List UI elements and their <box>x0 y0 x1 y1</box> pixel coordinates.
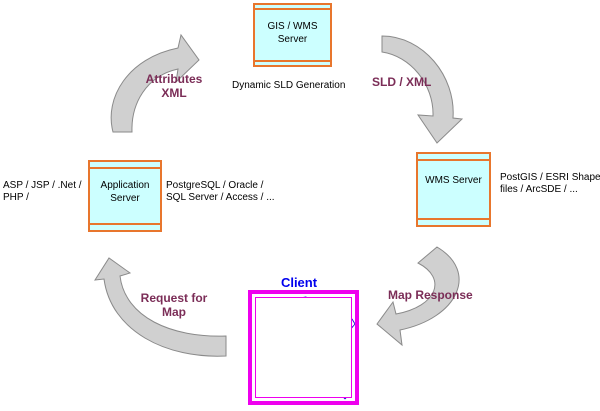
gis-wms-server-label-2: Server <box>277 34 308 45</box>
request-for-map-label-2: Map <box>162 305 186 319</box>
attributes-xml-label-2: XML <box>161 86 187 100</box>
client-title: Client <box>280 275 318 290</box>
attributes-xml-label-1: Attributes <box>145 72 203 86</box>
client-map-panel <box>255 297 352 398</box>
database-note-2: SQL Server / Access / ... <box>166 192 275 203</box>
asp-jsp-note-1: ASP / JSP / .Net / <box>3 180 82 191</box>
request-for-map-label: Request for Map <box>130 291 218 319</box>
postgis-note-2: files / ArcSDE / ... <box>500 184 578 195</box>
attributes-xml-label: Attributes XML <box>132 72 216 100</box>
application-server-label-2: Server <box>110 193 140 204</box>
wms-server-box: WMS Server <box>416 152 491 227</box>
wms-server-label: WMS Server <box>425 175 482 186</box>
arrow-attributes-xml <box>110 33 200 133</box>
application-server-box: Application Server <box>88 160 162 232</box>
map-response-label: Map Response <box>388 288 473 302</box>
postgis-note: PostGIS / ESRI Shape files / ArcSDE / ..… <box>500 172 600 196</box>
request-for-map-label-1: Request for <box>140 291 208 305</box>
asp-jsp-note: ASP / JSP / .Net / PHP / <box>3 180 82 204</box>
arrow-request-for-map <box>94 257 227 357</box>
database-note: PostgreSQL / Oracle / SQL Server / Acces… <box>166 180 275 204</box>
database-note-1: PostgreSQL / Oracle / <box>166 180 264 191</box>
gis-wms-server-label-1: GIS / WMS <box>267 21 318 32</box>
arrow-sld-xml <box>381 35 464 144</box>
arrow-map-response <box>376 246 460 347</box>
gis-wms-server-box: GIS / WMS Server <box>253 3 332 67</box>
postgis-note-1: PostGIS / ESRI Shape <box>500 172 600 183</box>
client-map-frame <box>248 290 359 405</box>
application-server-label-1: Application <box>100 180 150 191</box>
asp-jsp-note-2: PHP / <box>3 192 29 203</box>
sld-xml-label: SLD / XML <box>372 75 432 89</box>
dynamic-sld-note: Dynamic SLD Generation <box>232 80 346 91</box>
